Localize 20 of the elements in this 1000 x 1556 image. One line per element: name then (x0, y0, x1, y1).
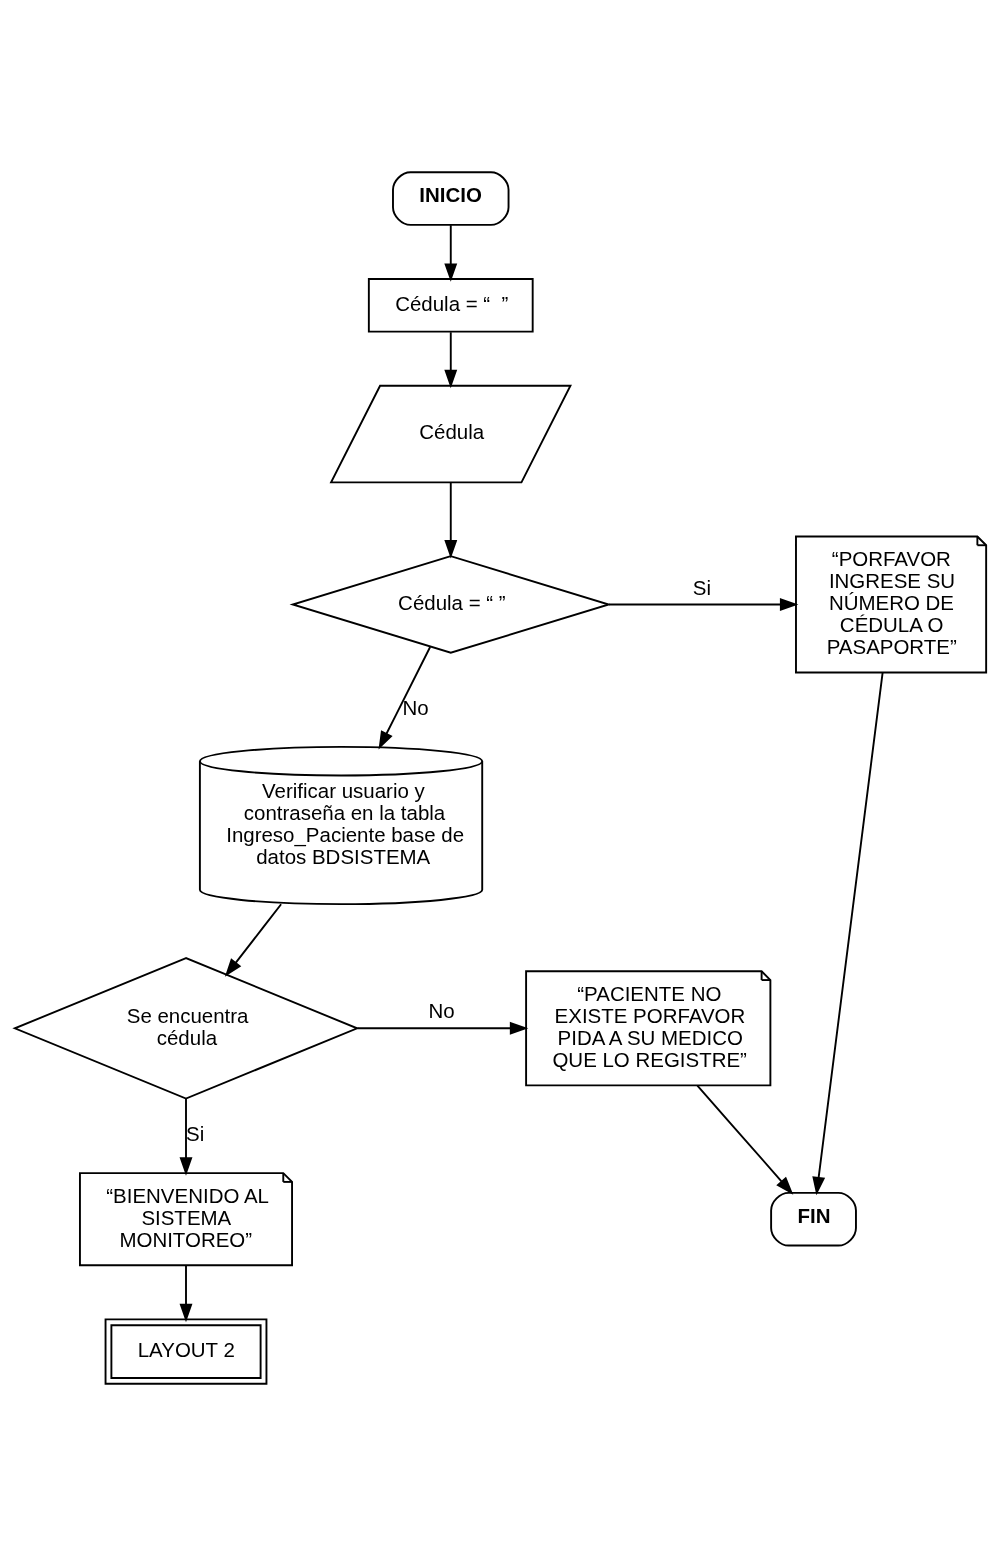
node-box: FIN (769, 1191, 857, 1247)
arrow (607, 598, 798, 611)
node-box: INICIO (391, 171, 509, 226)
node-box: LAYOUT 2 (104, 1318, 267, 1385)
edge-label: Si (692, 575, 711, 599)
arrow (443, 481, 457, 559)
edge-label: Si (185, 1122, 204, 1146)
arrow (443, 224, 457, 282)
node-diamond: Cédula = “ ” (289, 555, 612, 654)
arrow (378, 646, 431, 750)
arrow (695, 1084, 793, 1195)
arrow (356, 1021, 528, 1035)
arrow (443, 331, 457, 389)
arrow (179, 1097, 192, 1176)
edge-label: No (401, 696, 429, 720)
arrow (179, 1265, 192, 1323)
arrow (224, 903, 282, 977)
arrow (811, 671, 884, 1196)
edge-label: No (427, 999, 455, 1023)
node-box: Cédula = “ ” (367, 278, 534, 333)
